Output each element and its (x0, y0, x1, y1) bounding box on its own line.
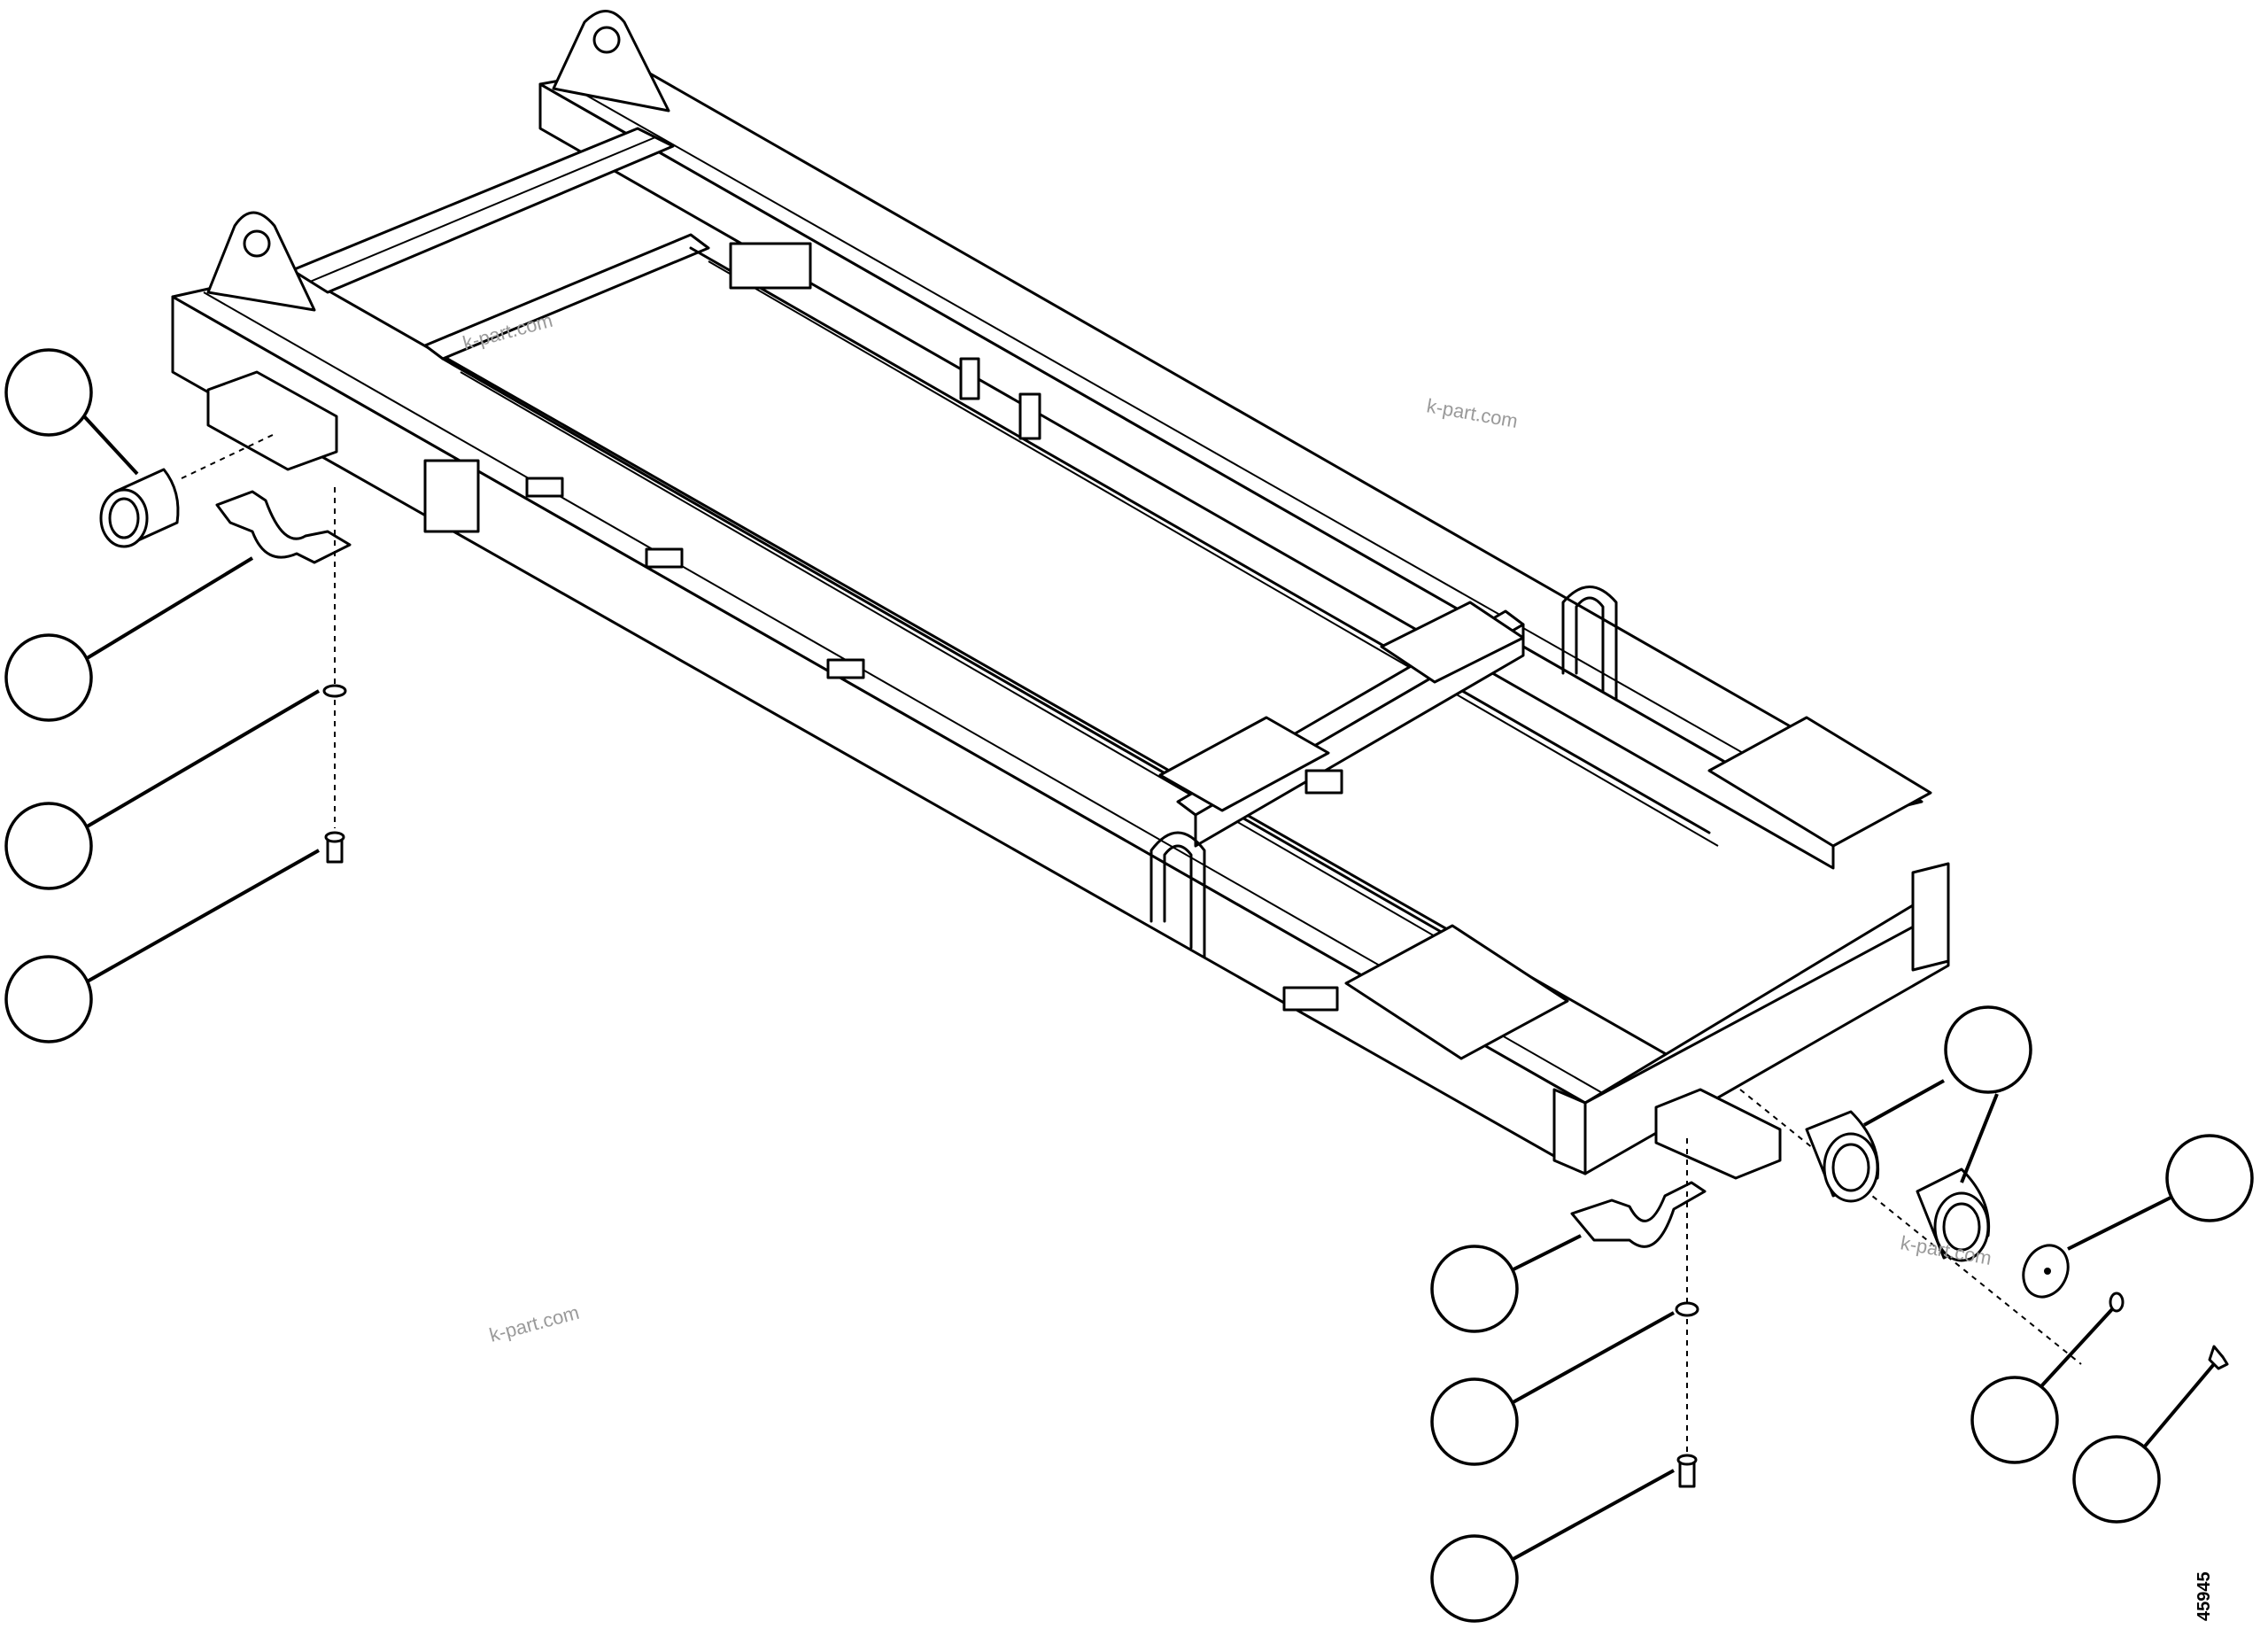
callout-balloon-6 (1430, 1377, 1519, 1466)
callout-balloon-4 (4, 955, 93, 1043)
callout-balloon-1 (4, 348, 93, 437)
bushing-right-b (1916, 1167, 1991, 1262)
callout-balloon-7 (1430, 1534, 1519, 1623)
callout-balloon-10 (1970, 1376, 2059, 1464)
watermark-4: k-part.com (487, 1301, 582, 1346)
figure-number: 45945 (2194, 1571, 2214, 1621)
bushing-right-a (1805, 1110, 1880, 1203)
chassis-frame (171, 10, 1950, 1180)
callout-balloon-2 (4, 633, 93, 722)
exploded-parts (99, 433, 2229, 1488)
bushing-left (99, 468, 180, 548)
callout-balloon-8 (1944, 1005, 2032, 1094)
watermark-2: k-part.com (1425, 394, 1520, 432)
callout-balloon-11 (2072, 1435, 2161, 1524)
callouts (4, 348, 2254, 1623)
callout-balloon-3 (4, 802, 93, 890)
callout-balloon-5 (1430, 1245, 1519, 1333)
callout-balloon-9 (2165, 1134, 2254, 1222)
